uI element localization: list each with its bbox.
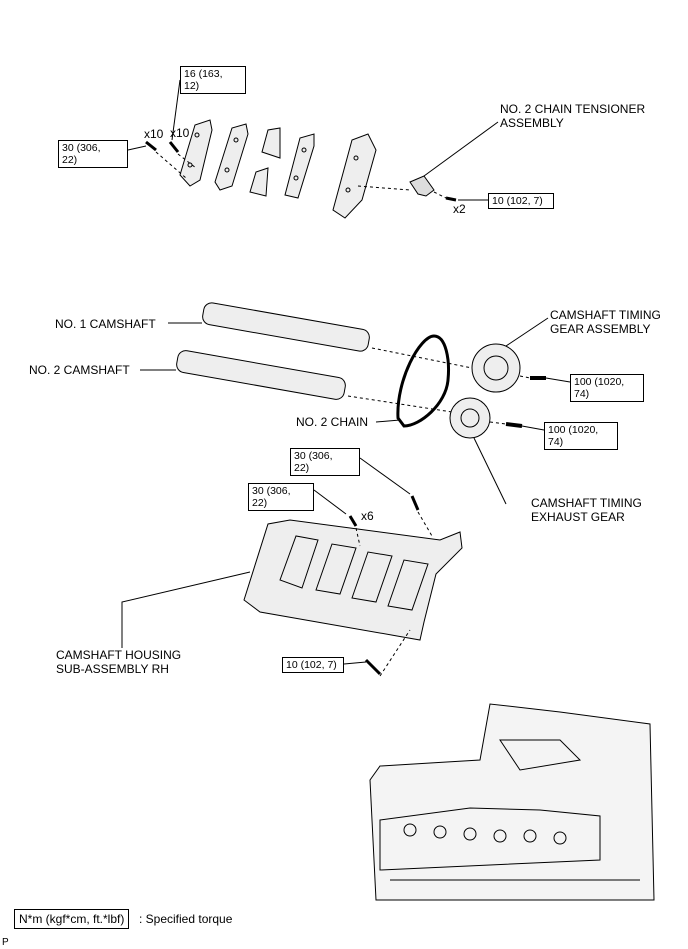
chain-tensioner [409,175,435,197]
corner-mark: P [2,937,9,948]
bearing-cap-4 [284,133,315,199]
exhaust-gear-shape [449,397,491,439]
torque-box: 100 (1020,74) [544,422,618,450]
torque-box: 30 (306,22) [58,140,128,168]
torque-box: 10 (102, 7) [488,193,554,209]
bearing-cap-1 [179,119,213,187]
bearing-cap-3 [249,127,281,197]
bearing-cap-5 [332,133,377,219]
no2-chain-shape [396,334,450,428]
quantity-label: x10 [144,127,164,141]
quantity-label: x6 [361,509,374,523]
timing-gear-shape [471,343,521,393]
no1-camshaft-label: NO. 1 CAMSHAFT [55,317,156,331]
torque-box: 30 (306,22) [248,483,314,511]
quantity-label: x2 [453,202,466,216]
torque-box: 16 (163,12) [180,66,246,94]
bearing-cap-2 [214,123,249,191]
torque-box: 10 (102, 7) [282,657,344,673]
no2-camshaft-label: NO. 2 CAMSHAFT [29,363,130,377]
quantity-label: x10 [170,126,190,140]
legend-unit-box: N*m (kgf*cm, ft.*lbf) [14,909,130,929]
no1-camshaft-shape [202,302,370,352]
torque-box: 30 (306,22) [290,448,360,476]
camshaft-housing-shape [243,519,463,641]
engine-block-shape [369,703,655,901]
no2-camshaft-shape [176,350,346,400]
torque-box: 100 (1020,74) [570,374,644,402]
legend-description: : Specified torque [139,912,233,926]
no2-chain-label: NO. 2 CHAIN [296,415,369,429]
